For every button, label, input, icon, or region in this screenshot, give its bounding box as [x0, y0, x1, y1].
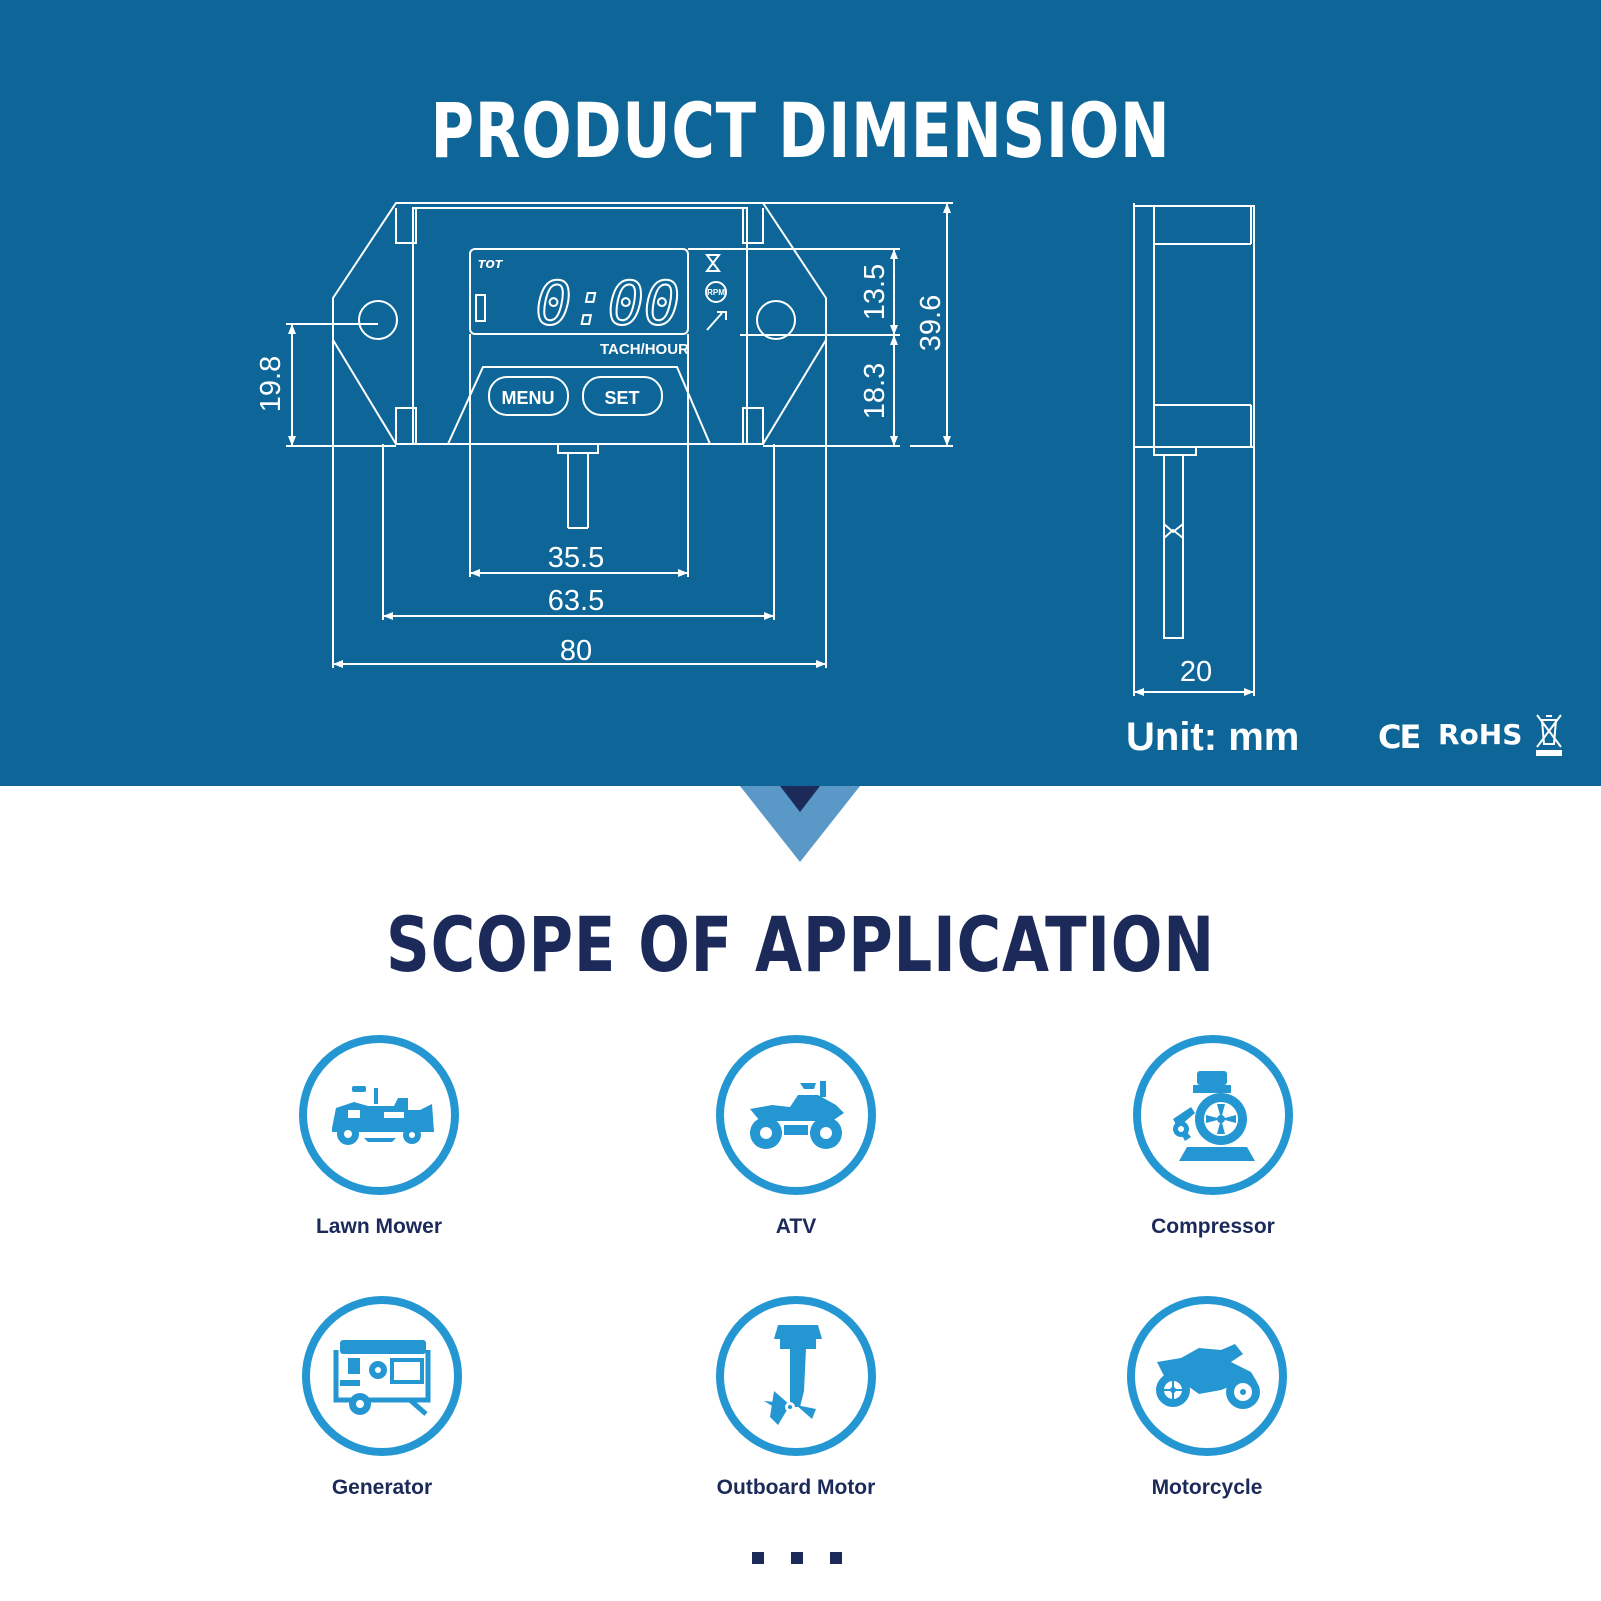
unit-label: Unit: mm — [1126, 715, 1300, 759]
dim-13-5: 13.5 — [859, 264, 891, 320]
dimension-panel — [0, 0, 1601, 786]
rohs-mark: RoHS — [1438, 718, 1523, 751]
ce-mark: CE — [1378, 718, 1421, 756]
application-label: Motorcycle — [1151, 1476, 1263, 1499]
application-label: ATV — [775, 1215, 817, 1238]
lawn-mower-icon — [332, 1086, 434, 1145]
rpm-text: RPM — [707, 288, 725, 297]
application-lawn-mower: Lawn Mower — [259, 1035, 499, 1239]
dim-18-3: 18.3 — [859, 363, 891, 419]
dim-80: 80 — [560, 635, 592, 667]
page-title: PRODUCT DIMENSION — [430, 86, 1171, 175]
application-title: SCOPE OF APPLICATION — [386, 900, 1215, 989]
application-label: Outboard Motor — [716, 1476, 876, 1499]
dim-20: 20 — [1180, 656, 1212, 688]
brand-label: TOT — [478, 258, 504, 271]
more-indicator — [752, 1552, 842, 1564]
model-label: TACH/HOUR — [600, 341, 689, 358]
set-button[interactable]: SET — [604, 388, 639, 408]
weee-bin-icon — [1536, 714, 1562, 756]
application-label: Compressor — [1151, 1215, 1275, 1238]
dim-63-5: 63.5 — [548, 585, 604, 617]
motorcycle-icon — [1156, 1344, 1260, 1409]
generator-icon — [333, 1340, 431, 1416]
rpm-icon — [705, 281, 727, 303]
application-label: Generator — [331, 1476, 433, 1499]
menu-button[interactable]: MENU — [502, 388, 555, 408]
application-motorcycle: Motorcycle — [1087, 1296, 1327, 1500]
section-chevron — [740, 786, 860, 862]
dim-35-5: 35.5 — [548, 542, 604, 574]
application-generator: Generator — [262, 1296, 502, 1500]
application-label: Lawn Mower — [315, 1215, 442, 1238]
application-atv: ATV — [676, 1035, 916, 1239]
dim-19-8: 19.8 — [255, 356, 287, 412]
wrench-icon — [706, 311, 727, 331]
outboard-motor-icon — [764, 1325, 822, 1425]
compressor-icon — [1173, 1071, 1255, 1161]
atv-icon — [750, 1081, 844, 1149]
dimension-diagram: TOT 0:00 RPM TACH/HOUR MENU SET 35.5 63.… — [255, 202, 1255, 696]
application-compressor: Compressor — [1093, 1035, 1333, 1239]
application-outboard-motor: Outboard Motor — [676, 1296, 916, 1500]
lcd-display: 0:00 — [536, 269, 681, 339]
hourglass-icon — [705, 254, 721, 272]
dim-39-6: 39.6 — [915, 295, 947, 351]
